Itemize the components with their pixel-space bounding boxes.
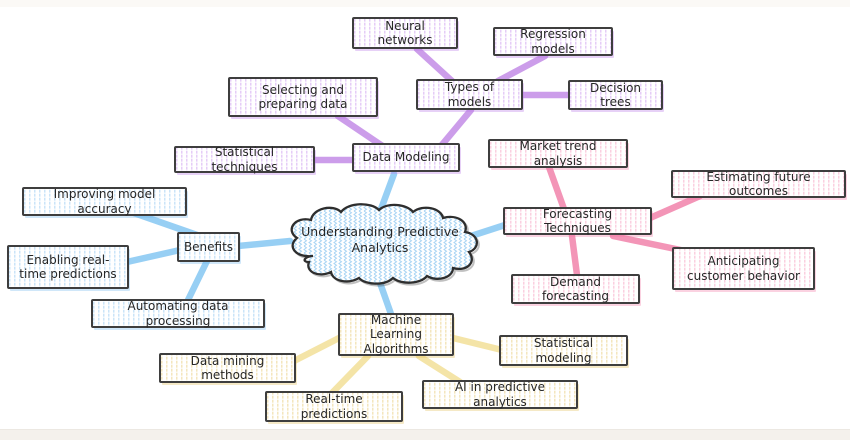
node-statistical-techniques[interactable]: Statistical techniques: [174, 145, 315, 174]
node-benefits[interactable]: Benefits: [177, 232, 240, 262]
edge-benefits-automating: [184, 257, 211, 304]
node-data-mining-methods[interactable]: Data mining methods: [159, 353, 296, 383]
edge-forecasting-estimating: [646, 192, 704, 222]
center-cloud[interactable]: [290, 203, 480, 287]
edge-datamodeling-selecting: [334, 112, 388, 151]
node-market-trend-analysis[interactable]: Market trend analysis: [488, 139, 628, 168]
cloud-shape: [290, 203, 478, 285]
edge-forecasting-demand: [568, 232, 581, 279]
edge-datamodeling-types: [437, 106, 475, 150]
edge-center-ml: [375, 276, 395, 318]
node-types-of-models[interactable]: Types of models: [416, 79, 523, 110]
node-regression-models[interactable]: Regression models: [493, 27, 613, 56]
edge-benefits-enabling: [123, 246, 184, 266]
edge-ml-realtime: [328, 352, 372, 397]
node-neural-networks[interactable]: Neural networks: [352, 17, 458, 49]
node-enabling-realtime-predictions[interactable]: Enabling real-time predictions: [7, 245, 129, 289]
edge-ml-ai: [415, 352, 464, 386]
edge-types-regression: [494, 52, 549, 85]
node-forecasting-techniques[interactable]: Forecasting Techniques: [503, 207, 652, 235]
edge-center-benefits: [234, 237, 294, 250]
top-strip: [0, 0, 850, 7]
node-decision-trees[interactable]: Decision trees: [568, 80, 663, 110]
edge-ml-statmodeling: [449, 334, 506, 354]
node-statistical-modeling[interactable]: Statistical modeling: [499, 335, 628, 366]
node-real-time-predictions[interactable]: Real-time predictions: [265, 391, 403, 422]
node-machine-learning-algorithms[interactable]: Machine Learning Algorithms: [338, 313, 454, 356]
center-node-label[interactable]: Understanding Predictive Analytics: [301, 224, 459, 255]
node-selecting-preparing-data[interactable]: Selecting and preparing data: [228, 77, 378, 117]
node-data-modeling[interactable]: Data Modeling: [352, 143, 460, 172]
edge-benefits-improving: [130, 209, 201, 239]
edge-ml-datamining: [290, 333, 345, 365]
node-ai-in-predictive-analytics[interactable]: AI in predictive analytics: [422, 380, 578, 409]
edge-types-neural: [413, 45, 456, 85]
edge-center-datamodeling: [377, 170, 398, 213]
bottom-strip: [0, 429, 850, 440]
node-anticipating-customer-behavior[interactable]: Anticipating customer behavior: [672, 247, 815, 290]
node-improving-model-accuracy[interactable]: Improving model accuracy: [22, 187, 187, 216]
node-automating-data-processing[interactable]: Automating data processing: [91, 299, 265, 328]
node-demand-forecasting[interactable]: Demand forecasting: [511, 274, 640, 304]
edge-forecasting-market: [545, 163, 568, 213]
node-estimating-future-outcomes[interactable]: Estimating future outcomes: [671, 170, 846, 198]
